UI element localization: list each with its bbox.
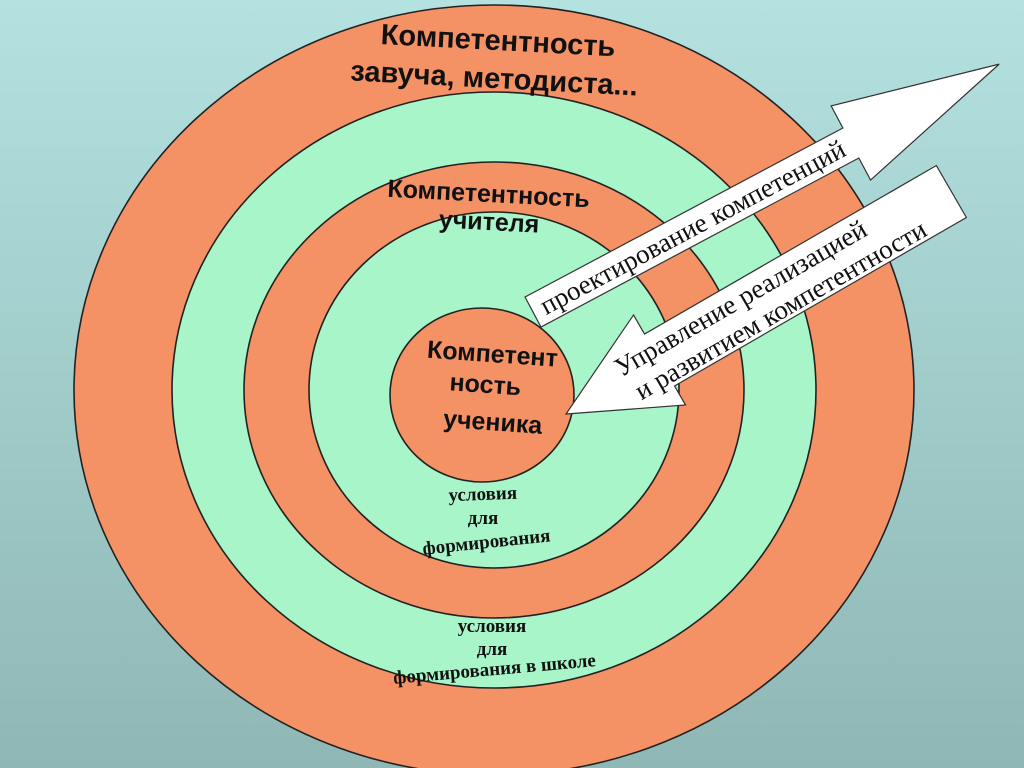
label-teacher-line-2: учителя <box>438 205 540 238</box>
target-rings <box>73 4 915 768</box>
label-student-line-3: ученика <box>442 405 544 440</box>
label-school-conditions-line-2: для <box>477 639 508 660</box>
arrow-up-right-icon <box>524 63 1000 328</box>
ring-student <box>389 307 575 483</box>
label-school-conditions-line-1: условия <box>458 616 527 637</box>
label-student-line-2: ность <box>449 368 522 401</box>
label-inner-conditions-line-1: условия <box>448 483 517 506</box>
arrow-down-left-icon <box>564 164 968 415</box>
label-inner-conditions-line-2: для <box>468 508 499 529</box>
